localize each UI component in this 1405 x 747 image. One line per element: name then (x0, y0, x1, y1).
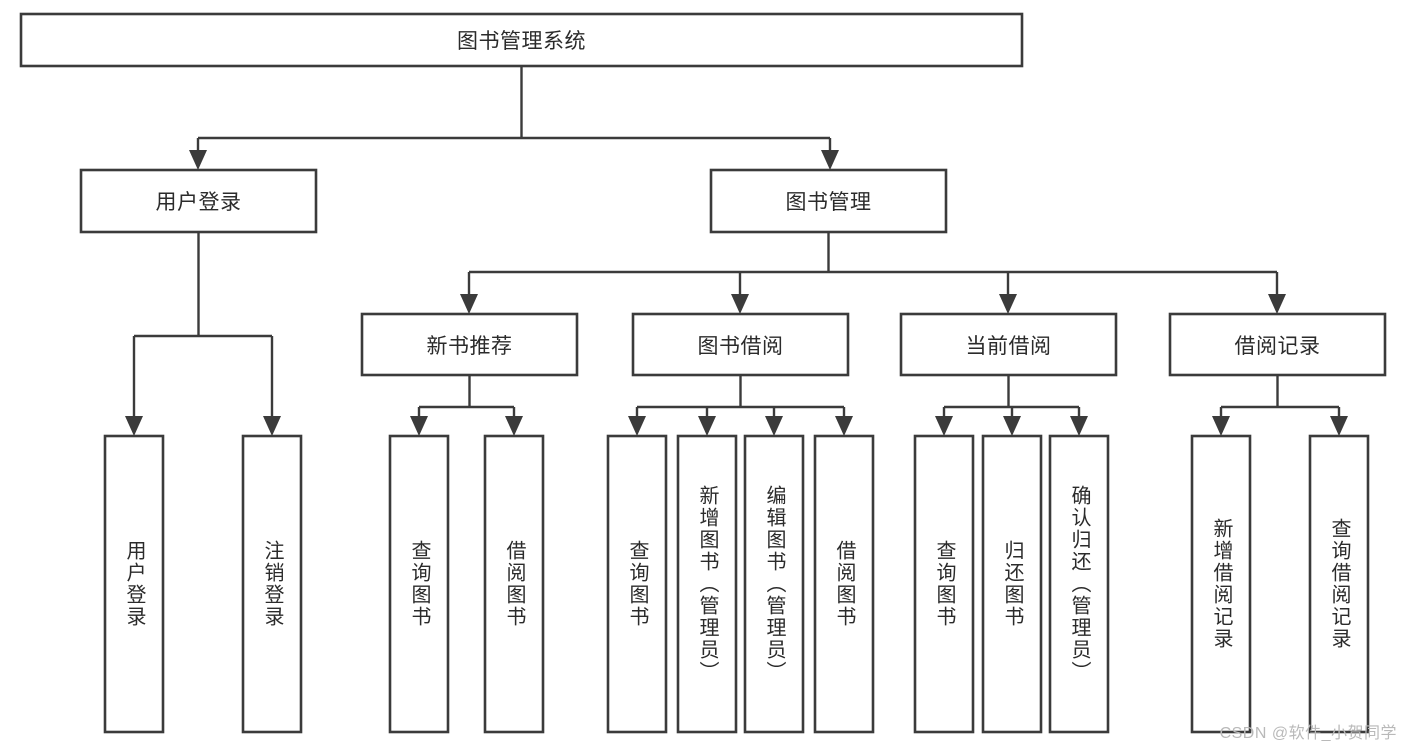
arrow-to-leaf-query-book-3 (935, 416, 953, 436)
node-user-login[interactable] (79, 168, 318, 234)
arrow-to-current-borrow (999, 294, 1017, 314)
leaf-query-book-current[interactable] (913, 434, 975, 734)
leaf-edit-book-admin[interactable] (743, 434, 805, 734)
arrow-to-leaf-borrow-book-2 (835, 416, 853, 436)
leaf-return-book[interactable] (981, 434, 1043, 734)
arrow-to-leaf-query-book-2 (628, 416, 646, 436)
leaf-confirm-return-admin[interactable] (1048, 434, 1110, 734)
arrow-to-leaf-add-record (1212, 416, 1230, 436)
arrow-to-leaf-return-book (1003, 416, 1021, 436)
leaf-borrow-book[interactable] (813, 434, 875, 734)
arrow-to-leaf-borrow-book-1 (505, 416, 523, 436)
arrow-to-leaf-edit-book (765, 416, 783, 436)
node-current-borrow[interactable] (899, 312, 1118, 377)
arrow-to-leaf-add-book (698, 416, 716, 436)
arrow-to-leaf-confirm-return (1070, 416, 1088, 436)
arrow-to-new-book-recommend (460, 294, 478, 314)
arrow-to-borrow-record (1268, 294, 1286, 314)
arrow-to-leaf-query-record (1330, 416, 1348, 436)
arrow-to-leaf-user-login (125, 416, 143, 436)
node-book-management[interactable] (709, 168, 948, 234)
leaf-add-borrow-record[interactable] (1190, 434, 1252, 734)
leaf-add-book-admin[interactable] (676, 434, 738, 734)
leaf-borrow-book-recommend[interactable] (483, 434, 545, 734)
arrow-to-book-borrow (731, 294, 749, 314)
leaf-query-book-recommend[interactable] (388, 434, 450, 734)
arrow-to-book-management (821, 150, 839, 170)
arrow-to-leaf-query-book-1 (410, 416, 428, 436)
leaf-query-borrow-record[interactable] (1308, 434, 1370, 734)
arrow-to-user-login (189, 150, 207, 170)
node-new-book-recommend[interactable] (360, 312, 579, 377)
leaf-user-login[interactable] (103, 434, 165, 734)
leaf-logout[interactable] (241, 434, 303, 734)
node-root-book-management-system[interactable] (19, 12, 1024, 68)
node-book-borrow[interactable] (631, 312, 850, 377)
leaf-query-book-borrow[interactable] (606, 434, 668, 734)
node-borrow-record[interactable] (1168, 312, 1387, 377)
arrow-to-leaf-logout (263, 416, 281, 436)
